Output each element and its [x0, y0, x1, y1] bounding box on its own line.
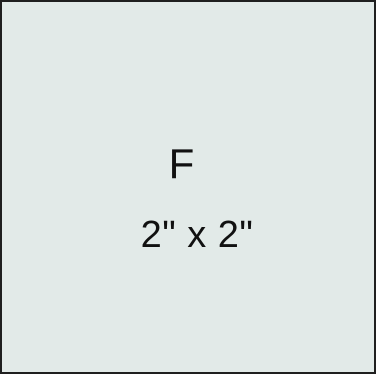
panel-letter: F: [168, 140, 195, 187]
panel-size-label: 2" x 2": [140, 214, 254, 256]
